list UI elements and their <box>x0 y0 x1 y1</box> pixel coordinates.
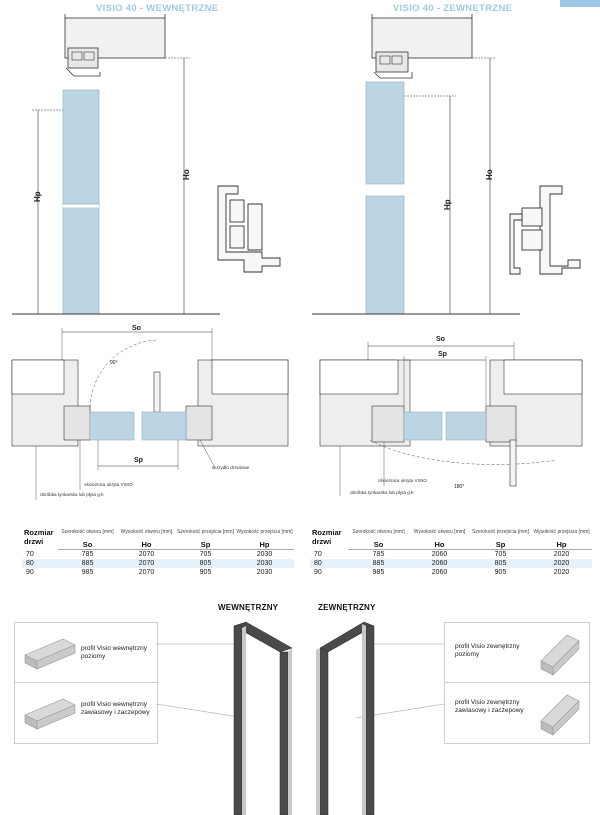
table-cell: 985 <box>372 569 385 576</box>
table-cell: 2060 <box>409 559 470 568</box>
left-profile-top-label: profil Visio wewnętrzny poziomy <box>81 645 147 660</box>
table-row: 70 785 2070 705 2030 <box>22 550 294 560</box>
right-table-header: Szerokość przejścia [mm] <box>472 529 529 535</box>
left-plan-wall-note: obróbka tynkarska lub płyta g-k <box>40 492 104 497</box>
left-table-header: Wysokość przejścia [mm] <box>236 529 293 535</box>
table-cell: 2030 <box>235 559 294 568</box>
left-profile-box-top: profil Visio wewnętrzny poziomy <box>14 622 158 684</box>
right-plan-drawing <box>319 342 583 496</box>
left-table-header: Szerokość przejścia [mm] <box>177 529 234 535</box>
table-row: 90 985 2060 905 2020 <box>310 568 592 577</box>
table-cell: 885 <box>348 559 409 568</box>
table-cell: 80 <box>310 559 348 568</box>
right-profile-bottom-label: profil Visio zewnętrzny zawiasowy i zacz… <box>455 699 524 714</box>
right-hp-label: Hp <box>443 199 452 210</box>
table-row: 80 885 2060 805 2020 <box>310 559 592 568</box>
table-cell: 785 <box>81 551 94 558</box>
inner-frame-heading: WEWNĘTRZNY <box>218 603 279 612</box>
table-cell: 80 <box>22 559 58 568</box>
table-cell: 2030 <box>256 569 273 576</box>
left-table-symbol: So <box>58 539 117 550</box>
left-ho-label: Ho <box>182 169 191 180</box>
right-table-header: Wysokość otworu [mm] <box>413 529 466 535</box>
right-elevation-drawing <box>312 14 581 315</box>
right-profile-top-label: profil Visio zewnętrzny poziomy <box>455 643 520 658</box>
left-plan-frame-note: ościeżnica ukryta VISIO <box>84 482 133 487</box>
aluminium-profile-icon <box>24 638 76 670</box>
table-cell: 905 <box>494 569 507 576</box>
table-cell: 805 <box>176 559 235 568</box>
right-section-title: VISIO 40 - ZEWNĘTRZNE <box>393 3 513 14</box>
door-frames-drawing <box>156 621 444 815</box>
left-table-header: Wysokość otworu [mm] <box>120 529 173 535</box>
right-table-symbol: Hp <box>531 539 592 550</box>
right-table-header: Szerokość otworu [mm] <box>352 529 405 535</box>
right-plan-wall-note: obróbka tynkarska lub płyta g-k <box>350 490 414 495</box>
table-row: 90 985 2070 905 2030 <box>22 568 294 577</box>
left-hp-label: Hp <box>33 191 42 202</box>
table-cell: 70 <box>314 550 322 558</box>
right-plan-angle-label: 180° <box>454 484 465 490</box>
left-plan-so-label: So <box>132 325 141 332</box>
left-plan-sp-label: Sp <box>134 457 143 464</box>
right-table-symbol: Ho <box>409 539 470 550</box>
table-cell: 2020 <box>553 569 570 576</box>
table-cell: 2030 <box>256 551 273 558</box>
table-cell: 885 <box>58 559 117 568</box>
left-table-symbol: Sp <box>176 539 235 550</box>
table-cell: 905 <box>199 569 212 576</box>
right-ho-label: Ho <box>485 169 494 180</box>
table-cell: 90 <box>314 569 322 576</box>
left-section-title: VISIO 40 - WEWNĘTRZNE <box>96 3 219 14</box>
left-table-symbol: Ho <box>117 539 176 550</box>
table-cell: 985 <box>81 569 94 576</box>
table-row: 80 885 2070 805 2030 <box>22 559 294 568</box>
table-cell: 2070 <box>138 569 155 576</box>
left-table-rozmiar-header: Rozmiar drzwi <box>24 528 54 547</box>
aluminium-profile-icon <box>540 694 580 736</box>
left-dimension-table: Rozmiar drzwi Szerokość otworu [mm] Wyso… <box>22 525 294 577</box>
right-table-rozmiar-header: Rozmiar drzwi <box>312 528 342 547</box>
right-table-symbol: So <box>348 539 409 550</box>
table-cell: 2060 <box>431 551 448 558</box>
aluminium-profile-icon <box>24 698 76 730</box>
table-cell: 2070 <box>138 551 155 558</box>
right-table-symbol: Sp <box>470 539 531 550</box>
left-table-symbol: Hp <box>235 539 294 550</box>
left-elevation-drawing <box>12 14 281 315</box>
table-cell: 2020 <box>553 551 570 558</box>
table-row: 70 785 2060 705 2020 <box>310 550 592 560</box>
right-plan-sp-label: Sp <box>438 351 447 358</box>
left-profile-bottom-label: profil Visio wewnętrzny zawiasowy i zacz… <box>81 701 150 716</box>
right-table-header: Wysokość przejścia [mm] <box>533 529 590 535</box>
table-cell: 70 <box>26 550 34 558</box>
right-plan-frame-note: ościeżnica ukryta VISIO <box>378 478 427 483</box>
left-profile-box-bottom: profil Visio wewnętrzny zawiasowy i zacz… <box>14 682 158 744</box>
left-plan-leaf-note: skrzydło drzwiowe <box>212 465 250 470</box>
right-profile-box-top: profil Visio zewnętrzny poziomy <box>444 622 590 684</box>
left-plan-angle-label: 90° <box>110 360 118 366</box>
right-plan-so-label: So <box>436 336 445 343</box>
table-cell: 785 <box>372 551 385 558</box>
table-cell: 805 <box>470 559 531 568</box>
right-profile-box-bottom: profil Visio zewnętrzny zawiasowy i zacz… <box>444 682 590 744</box>
table-cell: 2060 <box>431 569 448 576</box>
corner-accent-tab <box>560 0 600 7</box>
table-cell: 705 <box>494 551 507 558</box>
table-cell: 2020 <box>531 559 592 568</box>
table-cell: 705 <box>199 551 212 558</box>
left-plan-drawing <box>11 328 289 500</box>
left-table-header: Szerokość otworu [mm] <box>61 529 114 535</box>
outer-frame-heading: ZEWNĘTRZNY <box>318 603 376 612</box>
aluminium-profile-icon <box>540 634 580 676</box>
table-cell: 2070 <box>117 559 176 568</box>
table-cell: 90 <box>26 569 34 576</box>
right-dimension-table: Rozmiar drzwi Szerokość otworu [mm] Wyso… <box>310 525 592 577</box>
